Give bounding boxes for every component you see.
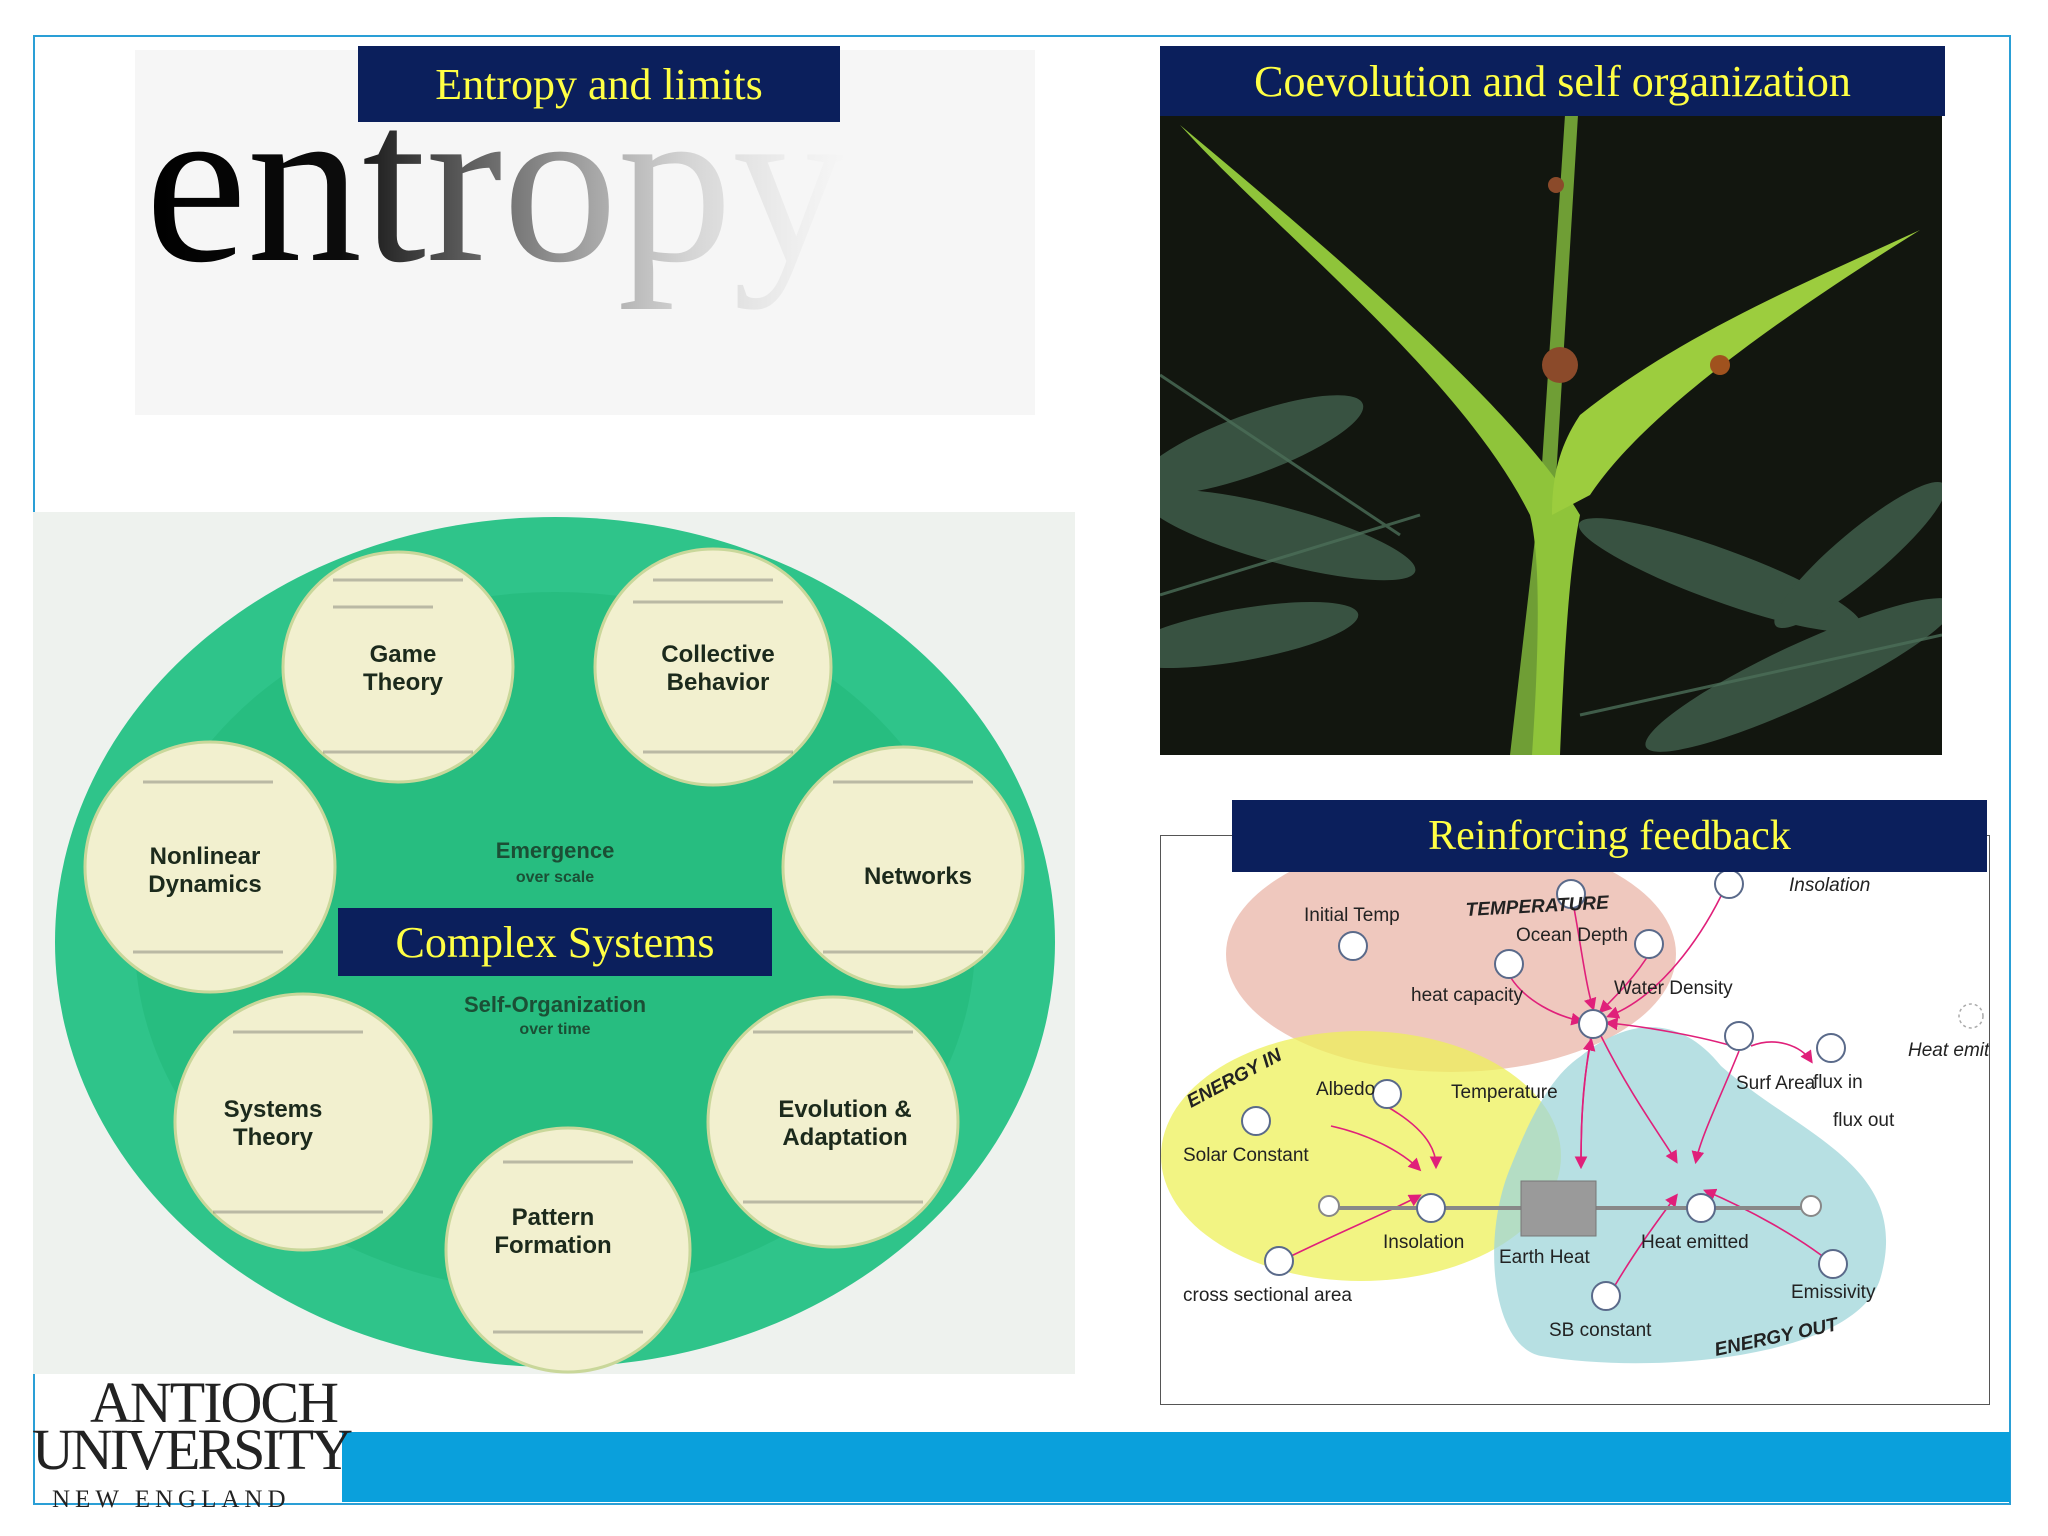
ocean-depth-label: Ocean Depth (1516, 925, 1628, 946)
systems-label-2: Theory (233, 1124, 314, 1151)
water-density-label: Water Density (1614, 978, 1733, 999)
logo-line-3: NEW ENGLAND (52, 1486, 291, 1513)
emergence-label: Emergence (496, 838, 615, 863)
circle-evolution-adaptation (706, 995, 960, 1249)
entropy-title: Entropy and limits (435, 59, 763, 109)
earth-heat-label: Earth Heat (1499, 1247, 1591, 1268)
circle-game-theory (281, 550, 515, 784)
coevolution-title-banner: Coevolution and self organization (1160, 46, 1945, 116)
flux-out-label: flux out (1833, 1110, 1895, 1131)
earth-heat-stock (1520, 1180, 1597, 1237)
sb-constant-label: SB constant (1549, 1320, 1652, 1341)
heat-emitted-right-label: Heat emitted (1908, 1040, 1989, 1061)
circle-networks (781, 745, 1025, 989)
antioch-logo: ANTIOCH UNIVERSITY NEW ENGLAND (30, 1370, 353, 1522)
logo-line-1: ANTIOCH (90, 1370, 339, 1435)
logo-line-2: UNIVERSITY (32, 1417, 353, 1482)
sink-cloud-icon (1800, 1195, 1822, 1217)
heat-capacity-label: heat capacity (1411, 985, 1523, 1006)
acacia-thorn-illustration (1160, 115, 1942, 755)
feedback-diagram-frame: Initial Temp Ocean Depth Water Density h… (1160, 835, 2017, 1405)
circle-collective-behavior (593, 547, 833, 787)
energy-out-region (1494, 1027, 1887, 1364)
entropy-title-banner: Entropy and limits (358, 46, 840, 122)
initial-temp-label: Initial Temp (1304, 905, 1400, 926)
emissivity-label: Emissivity (1791, 1282, 1876, 1303)
complex-systems-title-banner: Complex Systems (338, 908, 772, 976)
nonlinear-label-1: Nonlinear (150, 843, 261, 870)
feedback-title-banner: Reinforcing feedback (1232, 800, 1987, 872)
climate-stock-flow-diagram: Initial Temp Ocean Depth Water Density h… (1161, 836, 2017, 1364)
circle-pattern-formation (444, 1126, 692, 1374)
albedo-label: Albedo (1316, 1079, 1375, 1100)
nonlinear-label-2: Dynamics (148, 871, 261, 898)
feedback-title: Reinforcing feedback (1428, 813, 1791, 859)
evolution-label-2: Adaptation (782, 1124, 907, 1151)
temperature-label: Temperature (1451, 1082, 1558, 1103)
collective-behavior-label-2: Behavior (667, 669, 770, 696)
complex-systems-title: Complex Systems (395, 917, 715, 967)
flux-in-label: flux in (1813, 1072, 1863, 1093)
pattern-label-1: Pattern (512, 1204, 595, 1231)
footer-accent-bar (342, 1432, 2010, 1502)
complex-systems-diagram: Game Theory Collective Behavior Networks… (33, 512, 1075, 1374)
pattern-label-2: Formation (494, 1232, 611, 1259)
self-organization-label: Self-Organization (464, 992, 646, 1017)
self-organization-sublabel: over time (519, 1021, 590, 1038)
coevolution-title: Coevolution and self organization (1254, 56, 1851, 106)
game-theory-label-2: Theory (363, 669, 444, 696)
game-theory-label-1: Game (370, 641, 437, 668)
evolution-label-1: Evolution & (778, 1096, 911, 1123)
coevolution-photo (1160, 115, 1942, 755)
circle-nonlinear-dynamics (83, 740, 337, 994)
collective-behavior-label-1: Collective (661, 641, 774, 668)
systems-label-1: Systems (224, 1096, 323, 1123)
insolation-top-label: Insolation (1789, 875, 1870, 896)
heat-emitted-label: Heat emitted (1641, 1232, 1749, 1253)
insolation-label: Insolation (1383, 1232, 1464, 1253)
networks-label-1: Networks (864, 863, 972, 890)
source-cloud-icon (1318, 1195, 1340, 1217)
emergence-sublabel: over scale (516, 869, 594, 886)
energy-in-region (1161, 1031, 1561, 1281)
cross-sectional-area-label: cross sectional area (1183, 1285, 1352, 1306)
circle-systems-theory (173, 992, 433, 1252)
solar-constant-label: Solar Constant (1183, 1145, 1309, 1166)
surf-area-label: Surf Area (1736, 1073, 1816, 1094)
